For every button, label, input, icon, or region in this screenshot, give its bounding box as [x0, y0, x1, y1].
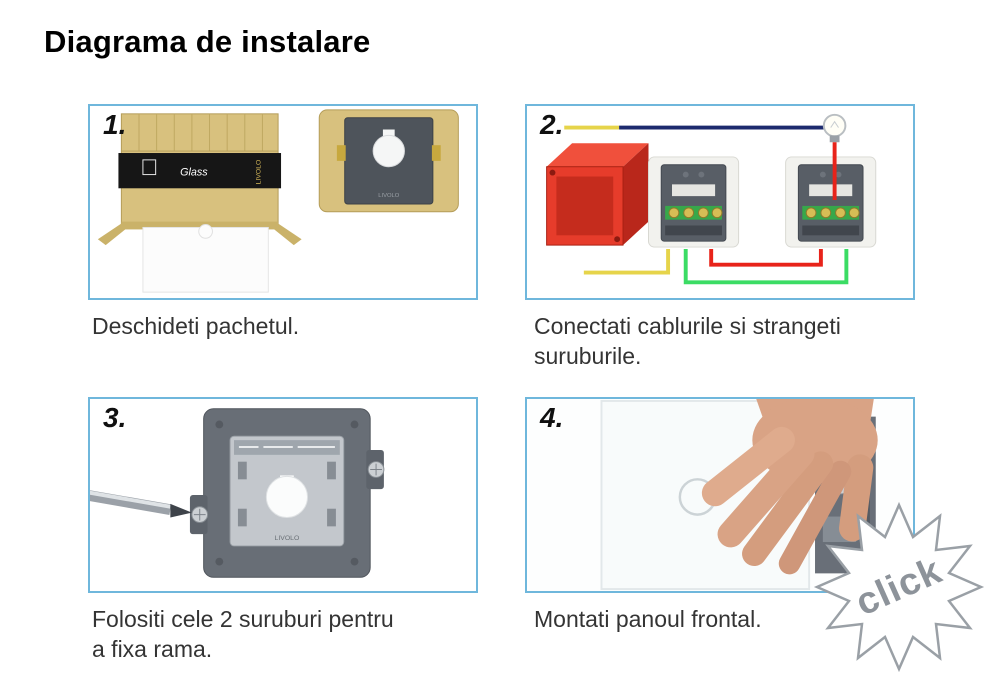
screwdriver — [90, 490, 192, 518]
step-2-panel: 2. — [525, 104, 915, 300]
step-3-number: 3. — [103, 402, 127, 433]
sleeve-brand-label: LIVOLO — [255, 160, 262, 185]
step-1-panel: 1. Glass LIVOLO LIVOLO — [88, 104, 478, 300]
step-2-illustration-wiring — [546, 113, 877, 285]
step-4-caption: Montati panoul frontal. — [534, 606, 762, 632]
mechanism-brand-label: LIVOLO — [275, 535, 300, 542]
click-burst: click — [810, 496, 988, 678]
carton-box: Glass LIVOLO — [97, 113, 302, 293]
middle-finger — [717, 440, 815, 548]
step-3-illustration-screws: LIVOLO — [90, 408, 385, 578]
page-title: Diagrama de instalare — [44, 24, 371, 59]
switch-module-1 — [648, 156, 740, 248]
step-1-illustration-open-package: Glass LIVOLO LIVOLO — [97, 109, 459, 293]
starburst-shape — [813, 501, 985, 673]
green-wire-link — [683, 249, 849, 285]
step-1-number: 1. — [103, 109, 127, 140]
switch-mechanism: LIVOLO — [189, 408, 385, 578]
thumb — [839, 454, 874, 542]
index-finger — [701, 426, 795, 507]
mounting-box — [546, 143, 649, 246]
pinky-finger — [778, 460, 852, 575]
red-wire-link — [709, 249, 823, 267]
switch-module-2 — [785, 156, 877, 248]
step-3-caption: Folositi cele 2 suruburi pentru a fixa r… — [92, 606, 394, 663]
step-1-caption: Deschideti pachetul. — [92, 313, 300, 339]
step-2-number: 2. — [540, 109, 564, 140]
step-4-number: 4. — [540, 402, 564, 433]
sleeve-glass-label: Glass — [180, 167, 208, 179]
step-2-caption: Conectati cablurile si strangeti surubur… — [534, 313, 841, 370]
step-3-panel: 3. LIVOLO — [88, 397, 478, 593]
yellow-wire-bottom — [583, 249, 671, 275]
frame-brand-label: LIVOLO — [378, 193, 400, 199]
light-bulb — [822, 113, 847, 143]
black-sleeve — [118, 153, 282, 189]
frame-with-mechanism: LIVOLO — [318, 109, 459, 213]
ring-finger — [742, 451, 834, 567]
hand — [701, 399, 878, 575]
